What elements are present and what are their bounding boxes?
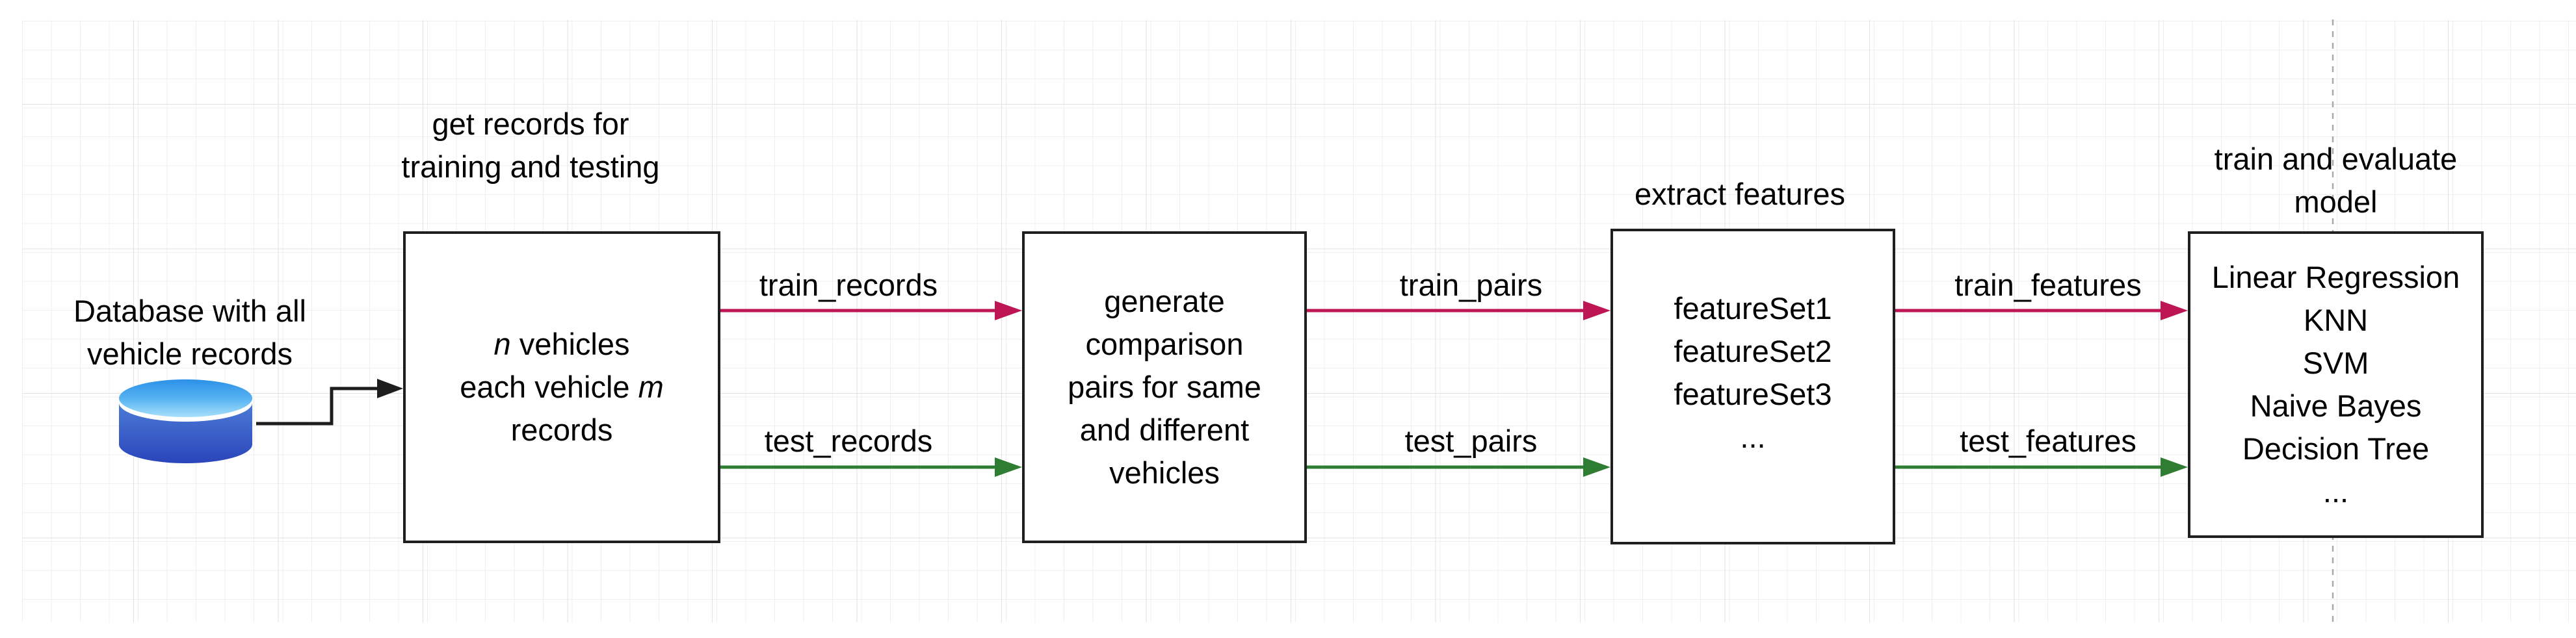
node-text-line: pairs for same [1068, 370, 1261, 404]
test-records-label: test_records [764, 424, 933, 458]
node-text-line: and different [1079, 413, 1250, 447]
title-line: training and testing [401, 149, 660, 184]
node-train-evaluate-model[interactable]: Linear Regression KNN SVM Naive Bayes De… [2188, 231, 2484, 538]
node-text-line: Linear Regression [2211, 260, 2460, 294]
train-records-arrow [720, 301, 1022, 320]
test-pairs-label: test_pairs [1404, 424, 1538, 458]
database-cylinder-icon[interactable] [119, 379, 252, 463]
node-text-line: featureSet2 [1674, 334, 1832, 368]
node-text-line: comparison [1085, 327, 1244, 361]
node-text-line: n vehicles [493, 327, 630, 361]
database-label-line: vehicle records [86, 337, 293, 371]
title-line: train and evaluate [2214, 142, 2458, 176]
train-pairs-label: train_pairs [1399, 268, 1543, 302]
db-connector-arrow [256, 379, 403, 426]
node-text-line: each vehicle m [460, 370, 664, 404]
test-records-arrow [720, 457, 1022, 477]
stage-title-get-records: get records for training and testing [372, 103, 689, 188]
database-label-line: Database with all [73, 294, 306, 328]
node-generate-pairs[interactable]: generate comparison pairs for same and d… [1022, 231, 1307, 543]
node-text-line: KNN [2303, 303, 2369, 337]
node-text-line: ... [2322, 474, 2349, 509]
train-features-label: train_features [1954, 268, 2142, 302]
node-text-line: ... [1740, 420, 1766, 454]
train-features-arrow [1895, 301, 2188, 320]
title-line: model [2294, 185, 2378, 219]
node-text-line: records [510, 413, 613, 447]
node-text-line: vehicles [1109, 455, 1220, 490]
test-features-label: test_features [1960, 424, 2136, 458]
node-get-records[interactable]: n vehicles each vehicle m records [403, 231, 720, 543]
train-pairs-arrow [1307, 301, 1610, 320]
canvas-margin [0, 0, 22, 638]
title-line: get records for [432, 107, 629, 141]
node-text-line: featureSet1 [1674, 291, 1832, 325]
train-records-label: train_records [759, 268, 938, 302]
node-text-line: featureSet3 [1674, 377, 1832, 411]
test-pairs-arrow [1307, 457, 1610, 477]
node-text-line: Decision Tree [2242, 431, 2430, 466]
node-text-line: Naive Bayes [2250, 389, 2422, 423]
node-text-line: SVM [2302, 346, 2369, 380]
database-label: Database with all vehicle records [34, 290, 346, 376]
node-text-line: generate [1104, 284, 1225, 318]
node-extract-features[interactable]: featureSet1 featureSet2 featureSet3 ... [1610, 229, 1895, 544]
stage-title-extract-features: extract features [1635, 177, 1845, 211]
stage-title-train-evaluate: train and evaluate model [2188, 138, 2484, 223]
test-features-arrow [1895, 457, 2188, 477]
canvas-margin [0, 0, 2576, 20]
